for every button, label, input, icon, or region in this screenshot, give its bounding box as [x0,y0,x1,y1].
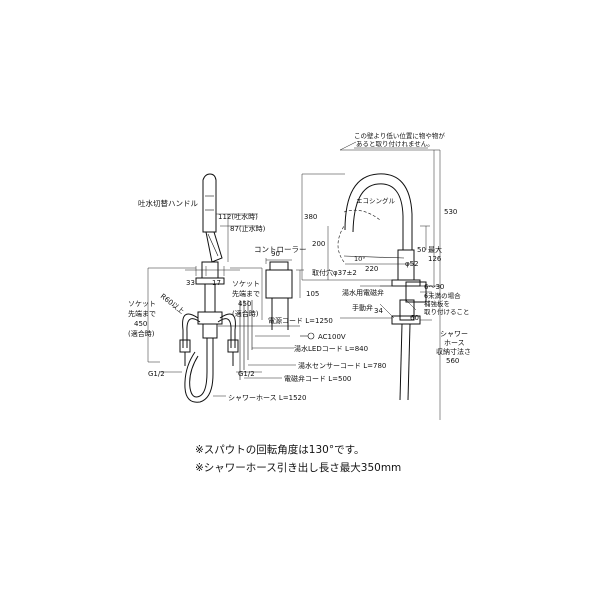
dim-34: 34 [374,307,383,315]
dim-10: 10° [354,255,366,263]
note-hose-length: ※シャワーホース引き出し長さ最大350mm [195,462,402,474]
dim-90: 90 [271,250,280,258]
dim-220: 220 [365,265,378,273]
phi52-label: φ52 [405,260,419,268]
top-note-2: あると取り付けれません。 [356,139,434,148]
mount-hole-label: 取付穴φ37±2 [312,268,357,277]
r60-label: R60以上 [159,291,186,315]
dim-530: 530 [444,208,457,216]
dim-50: 50 [417,246,426,254]
manual-valve-label: 手動弁 [352,303,373,312]
dim-380: 380 [304,213,317,221]
dim-105: 105 [306,290,319,298]
top-note-1: この壁より低い位置に物や物が [354,131,445,140]
note-rotation: ※スパウトの回転角度は130°です。 [195,444,365,456]
g12-left-label: G1/2 [148,370,165,378]
valve-cord-label: 電磁弁コード L=500 [284,374,351,383]
spout-handle-label: 吐水切替ハンドル [138,198,198,208]
dim-87: 87(止水時) [230,224,266,233]
side-faucet [301,141,441,420]
shower-store-1: シャワー [440,330,468,338]
socket-right-2: 先端まで [232,289,260,298]
led-cord-label: 湯水LEDコード L=840 [294,344,368,353]
socket-left-1: ソケット [128,300,156,308]
front-faucet [147,173,315,403]
dim-33: 33 [186,279,195,287]
six30-note2: 補強板を [424,299,450,308]
shower-store-3: 収納寸法さ [436,347,471,356]
solenoid-label: 湯水用電磁弁 [342,288,384,297]
shower-store-4: 560 [446,357,459,365]
ac100-label: AC100V [318,333,346,341]
sensor-cord-label: 湯水センサーコード L=780 [298,361,386,370]
shower-hose-label: シャワーホース L=1520 [228,394,306,402]
six30-note3: 取り付けること [424,307,470,316]
socket-right-1: ソケット [232,280,260,288]
socket-right-4: (適合時) [232,309,259,318]
shower-store-2: ホース [444,339,465,347]
six30-note1: 6未満の場合 [424,291,461,300]
socket-left-4: (適合時) [128,329,155,338]
max126-b: 126 [428,255,442,263]
dim-200: 200 [312,240,325,248]
socket-left-2: 先端まで [128,309,156,318]
dim-112: 112(吐水時) [218,212,258,221]
power-cord-label: 電源コード L=1250 [268,316,333,325]
eco-single-label: エコシングル [356,196,396,205]
g12-right-label: G1/2 [238,370,255,378]
max126-a: 最大 [428,245,442,254]
socket-right-3: 450 [238,300,251,308]
dim-60: 60 [410,314,419,322]
six30-label: 6～30 [424,283,444,291]
controller-label: コントローラー [254,245,307,254]
socket-left-3: 450 [134,320,147,328]
dim-17: 17 [212,279,221,287]
